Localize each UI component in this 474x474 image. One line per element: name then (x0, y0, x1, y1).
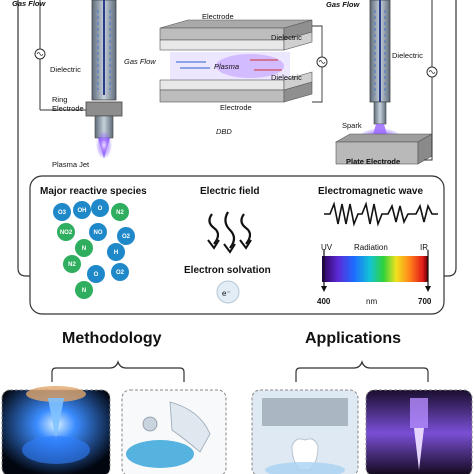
species-3-bubble (111, 203, 129, 221)
species-10-label: O (94, 272, 99, 278)
species-9-bubble (63, 255, 81, 273)
species-3-label: N2 (116, 210, 124, 216)
method-photo-hand-treatment (121, 389, 227, 474)
plate-electrode-label: Plate Electrode (346, 157, 400, 166)
species-4-label: NO2 (60, 230, 73, 236)
species-6-label: O2 (122, 234, 131, 240)
species-7-bubble (75, 239, 93, 257)
applications-title: Applications (305, 330, 401, 347)
dbd-electrode-bottom-label: Electrode (220, 103, 252, 112)
spark-gas-flow-label: Gas Flow (326, 0, 361, 9)
dbd-top-electrode (159, 27, 285, 41)
electron-solvation-label: Electron solvation (184, 265, 271, 276)
ring-electrode (85, 101, 123, 117)
radiation-label: Radiation (354, 243, 388, 252)
wavelength-unit: nm (366, 297, 377, 306)
jet-gas-flow-label: Gas Flow (12, 0, 47, 8)
species-5-label: NO (94, 230, 103, 236)
species-2-bubble (91, 199, 109, 217)
plasma-jet-device (34, 0, 123, 159)
ir-label: IR (420, 243, 428, 252)
dbd-gas-flow-label: Gas Flow (124, 57, 156, 66)
dbd-plasma-label: Plasma (214, 62, 239, 71)
jet-ring-line2: Electrode (52, 104, 84, 113)
app-photo-dental (251, 389, 359, 474)
dbd-electrode-top-label: Electrode (202, 12, 234, 21)
species-6-bubble (117, 227, 135, 245)
species-1-label: OH (78, 208, 87, 214)
species-10-bubble (87, 265, 105, 283)
field-arrows-icon (207, 211, 252, 254)
uv-label: UV (321, 243, 333, 252)
spark-label: Spark (342, 121, 362, 130)
wavelength-700: 700 (418, 297, 432, 306)
dbd-bottom-dielectric (159, 79, 285, 91)
dbd-bottom-electrode (159, 89, 285, 103)
species-11-bubble (111, 263, 129, 281)
spark-device (334, 0, 438, 165)
species-0-label: O3 (58, 210, 67, 216)
species-12-label: N (82, 288, 86, 294)
species-8-label: H (114, 250, 118, 256)
species-7-label: N (82, 246, 86, 252)
jet-dielectric-label: Dielectric (50, 65, 81, 74)
species-1-bubble (73, 201, 91, 219)
species-8-bubble (107, 243, 125, 261)
em-wave-title: Electromagnetic wave (318, 186, 423, 197)
species-12-bubble (75, 281, 93, 299)
wavelength-400: 400 (317, 297, 331, 306)
species-0-bubble (53, 203, 71, 221)
dbd-dielectric-top-label: Dielectric (271, 33, 302, 42)
spark-dielectric-label: Dielectric (392, 51, 423, 60)
plasma-jet-label: Plasma Jet (52, 160, 90, 169)
dbd-device (159, 19, 328, 103)
app-photo-plasma-beam (365, 389, 473, 474)
method-photo-plasma-jet (1, 386, 111, 474)
species-title: Major reactive species (40, 186, 147, 197)
species-2-label: O (98, 206, 103, 212)
dbd-caption: DBD (216, 127, 232, 136)
electric-field-title: Electric field (200, 186, 259, 197)
spectrum-bar (322, 256, 428, 282)
electron-symbol: e⁻ (222, 289, 231, 298)
applications-brace (295, 360, 429, 382)
dbd-dielectric-bottom-label: Dielectric (271, 73, 302, 82)
dbd-top-dielectric (159, 39, 285, 51)
methodology-title: Methodology (62, 330, 162, 347)
em-wave-icon (324, 201, 438, 227)
species-9-label: N2 (68, 262, 76, 268)
jet-ring-label: Ring Electrode (52, 95, 84, 113)
species-4-bubble (57, 223, 75, 241)
species-5-bubble (89, 223, 107, 241)
species-11-label: O2 (116, 270, 125, 276)
jet-ring-line1: Ring (52, 95, 67, 104)
electron-bubble (216, 280, 240, 304)
methodology-brace (51, 360, 185, 382)
